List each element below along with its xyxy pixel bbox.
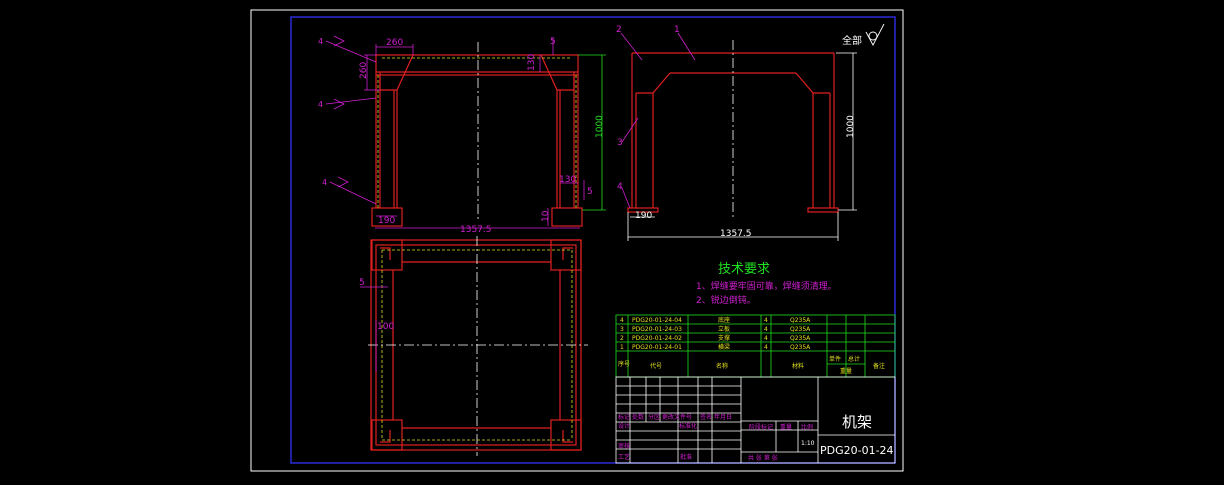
dim-left-side: 260: [359, 62, 369, 79]
bom-cell-no: 1: [620, 344, 624, 351]
bom-cell-no: 2: [620, 335, 624, 342]
dim-small-left: 10: [541, 210, 551, 222]
bom-h-mat: 材料: [792, 362, 804, 370]
title-block-change-labels: 标记处数分区更改文件号签名年月日: [618, 413, 732, 421]
tb-stage: 阶段标记: [749, 423, 773, 431]
tb-weight: 重量: [780, 423, 792, 431]
callout-3: 3: [617, 138, 623, 148]
dim-top-tick: 5: [550, 37, 556, 47]
side-dim-height: 1000: [846, 115, 856, 138]
tb-std: 标准化: [679, 422, 697, 430]
bom-cell-code: PDG20-01-24-03: [632, 326, 682, 333]
bom-cell-mat: Q235A: [790, 326, 811, 333]
bom-cell-code: PDG20-01-24-04: [632, 317, 682, 324]
inner-frame: [290, 16, 896, 464]
callout-2: 2: [616, 25, 622, 35]
tb-change-label: 年月日: [714, 413, 732, 421]
bom-cell-mat: Q235A: [790, 344, 811, 351]
title-block: [615, 376, 896, 464]
side-dimensions: [627, 52, 857, 241]
bom-cell-mat: Q235A: [790, 317, 811, 324]
drawing-code: PDG20-01-24: [820, 444, 894, 457]
weld-label-3: 4: [322, 178, 327, 187]
callout-1: 1: [674, 25, 680, 35]
bom-h-total: 总计: [848, 355, 860, 363]
bom-cell-name: 横梁: [718, 343, 730, 351]
side-dim-overall: 1357.5: [720, 229, 752, 239]
drawing-title: 机架: [842, 413, 872, 431]
tech-heading: 技术要求: [718, 262, 770, 277]
bom-cell-code: PDG20-01-24-02: [632, 335, 682, 342]
plan-centerlines: [368, 236, 588, 456]
tb-approve: 批准: [680, 453, 692, 461]
dim-beam-height: 130: [527, 54, 537, 71]
bom-h-no: 序号: [618, 360, 630, 368]
tb-ratio: 比例: [801, 423, 813, 431]
weld-marks: [325, 35, 377, 205]
tb-change-label: 更改文件号: [662, 413, 692, 421]
tb-sheets: 共 张 第 张: [748, 454, 778, 462]
tb-change-label: 分区: [648, 413, 660, 421]
dim-foot-tick: 5: [587, 187, 593, 197]
tb-review: 审核: [618, 442, 630, 450]
tb-design: 设计: [618, 422, 630, 430]
bom-h-name: 名称: [716, 362, 728, 370]
dim-foot-right: 130: [559, 175, 576, 185]
bom-cell-name: 立板: [718, 325, 730, 333]
tb-scale: 1:10: [801, 440, 815, 447]
bom-h-weight: 重量: [840, 367, 852, 375]
bom-cell-qty: 4: [764, 335, 768, 342]
tb-change-label: 处数: [632, 413, 644, 421]
bom-h-code: 代号: [650, 362, 662, 370]
tb-change-label: 签名: [700, 413, 712, 421]
finish-symbol-icon: [865, 23, 885, 46]
dim-overall: 1357.5: [460, 225, 492, 235]
bom-cell-qty: 4: [764, 326, 768, 333]
weld-label-1: 4: [318, 37, 323, 46]
callout-4: 4: [617, 182, 623, 192]
bom-h-unit: 单件: [829, 355, 841, 363]
finish-all-text: 全部: [842, 34, 862, 47]
side-callout-leaders: [620, 32, 696, 209]
front-hidden-lines: [377, 57, 577, 208]
tech-note-1: 1、焊缝要牢固可靠，焊缝须清理。: [696, 280, 837, 292]
bom-cell-no: 4: [620, 317, 624, 324]
front-height-dimension: [578, 54, 606, 211]
bom-cell-qty: 4: [764, 344, 768, 351]
bom-cell-mat: Q235A: [790, 335, 811, 342]
plan-dim-member: 100: [377, 322, 394, 332]
bom-cell-name: 底座: [718, 316, 730, 324]
side-view: [627, 52, 839, 213]
front-view: [371, 54, 583, 227]
tb-change-label: 标记: [618, 413, 630, 421]
dim-foot-width: 190: [378, 216, 395, 226]
bom-h-remark: 备注: [873, 362, 885, 370]
bom-cell-code: PDG20-01-24-01: [632, 344, 682, 351]
bom-cell-qty: 4: [764, 317, 768, 324]
outer-frame: [250, 9, 904, 472]
front-dimensions: [364, 38, 585, 229]
side-dim-foot: 190: [635, 211, 652, 221]
bom-cell-name: 支撑: [718, 334, 730, 342]
plan-dimensions: [360, 286, 388, 372]
dim-top-width: 260: [386, 38, 403, 48]
dim-front-height: 1000: [595, 115, 605, 138]
tech-note-2: 2、锐边倒钝。: [696, 294, 756, 306]
weld-label-2: 4: [318, 100, 323, 109]
tb-process: 工艺: [618, 453, 630, 461]
bom-cell-no: 3: [620, 326, 624, 333]
plan-dim-offset: 5: [359, 278, 365, 288]
